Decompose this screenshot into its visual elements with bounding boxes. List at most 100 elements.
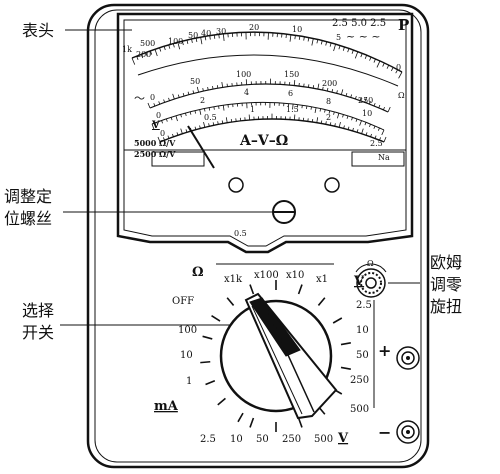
scale-tick xyxy=(203,121,206,128)
scale-tick xyxy=(136,55,139,60)
positive-terminal[interactable] xyxy=(396,346,420,370)
scale-tick xyxy=(320,120,323,124)
positive-sign: + xyxy=(378,341,391,360)
ohm-range-symbol: Ω xyxy=(192,265,204,280)
dial-tick xyxy=(297,284,303,295)
scale-tick xyxy=(350,94,353,98)
scale-tick xyxy=(364,97,368,103)
scale-tick xyxy=(336,90,338,94)
scale-tick xyxy=(338,121,341,128)
scale-tick xyxy=(170,117,173,121)
scale-tick xyxy=(370,133,372,137)
scale-tick xyxy=(387,106,391,113)
ohm-scale-arc-2 xyxy=(137,54,399,87)
scale-tick xyxy=(314,107,317,113)
scale-tick xyxy=(386,64,390,69)
dial-tick xyxy=(211,315,221,322)
scale-tick xyxy=(374,135,377,139)
scale-tick xyxy=(217,121,219,125)
dial-right-tab xyxy=(351,151,405,167)
center-label: A–V–Ω xyxy=(239,133,288,149)
dial-tick xyxy=(200,360,211,364)
scale-tick xyxy=(364,122,367,126)
scale-tick xyxy=(157,136,161,143)
callout-meter-head: 表头 xyxy=(22,21,54,40)
scale-tick xyxy=(333,111,335,115)
bottom-mark: 0.5 xyxy=(234,229,247,238)
low-label-05: 0.5 xyxy=(204,113,217,122)
mid-label-2: 2 xyxy=(200,96,205,105)
ohm-range-x10: x10 xyxy=(286,270,304,281)
na-label: Na xyxy=(378,153,390,162)
dc-label-100: 100 xyxy=(236,70,251,79)
scale-tick xyxy=(359,97,362,101)
scale-tick xyxy=(395,69,398,74)
scale-tick xyxy=(311,38,314,46)
scale-tick xyxy=(377,127,380,131)
callout-selector-2: 开关 xyxy=(22,323,54,342)
scale-tick xyxy=(149,50,153,55)
ma-symbol: mA xyxy=(154,399,179,414)
scale-tick xyxy=(319,108,322,112)
scale-tick xyxy=(312,85,315,89)
dc-label-200: 200 xyxy=(322,79,337,88)
scale-tick xyxy=(194,126,197,130)
scale-tick xyxy=(347,48,350,53)
callout-selector-1: 选择 xyxy=(22,301,54,320)
ma-range-1: 1 xyxy=(186,376,192,387)
zero-adjust-screw[interactable] xyxy=(272,200,296,224)
scale-tick xyxy=(373,125,376,129)
scale-tick xyxy=(338,45,341,50)
scale-tick xyxy=(324,109,326,113)
dc-label-250: 250 xyxy=(358,96,373,105)
dial-tick xyxy=(249,417,255,428)
scale-tick xyxy=(364,54,368,59)
acv-range-50: 50 xyxy=(256,434,269,445)
ohm-label-0: 0 xyxy=(396,63,401,72)
scale-tick xyxy=(199,125,201,129)
ohm-range-x1: x1 xyxy=(316,274,328,285)
scale-tick xyxy=(172,43,175,48)
mid-label-10: 10 xyxy=(362,109,372,118)
knob-arrow-arc xyxy=(355,263,387,273)
scale-tick xyxy=(159,47,162,52)
acv-range-10: 10 xyxy=(230,434,243,445)
selector-switch[interactable] xyxy=(219,292,338,420)
dial-tick xyxy=(332,317,343,324)
scale-tick xyxy=(352,127,354,132)
ohm-label-1k: 1k xyxy=(122,45,132,54)
ohm-zero-knob[interactable] xyxy=(356,268,386,298)
dial-tick xyxy=(297,417,303,428)
scale-tick xyxy=(398,71,403,79)
scale-tick xyxy=(225,117,228,123)
acv-range-250: 250 xyxy=(282,434,301,445)
scale-tick xyxy=(325,41,328,46)
scale-tick xyxy=(310,106,312,110)
dcv-range-25: 2.5 xyxy=(356,300,372,311)
scale-tick xyxy=(294,35,296,40)
scale-tick xyxy=(200,37,203,45)
callout-ohm-knob-1: 欧姆 xyxy=(430,253,462,272)
off-label: OFF xyxy=(172,296,194,307)
scale-tick xyxy=(360,53,363,58)
scale-tick xyxy=(354,51,359,59)
scale-tick xyxy=(347,126,350,130)
dcv-range-250: 250 xyxy=(350,375,369,386)
scale-tick xyxy=(172,93,175,100)
scale-tick xyxy=(316,117,319,123)
low-label-2: 2 xyxy=(326,113,331,122)
scale-tick xyxy=(325,121,327,125)
negative-terminal[interactable] xyxy=(396,420,420,444)
scale-tick xyxy=(365,132,368,136)
dc-v-symbol: V xyxy=(151,120,160,131)
scale-tick xyxy=(202,88,204,92)
mid-label-6: 6 xyxy=(288,89,293,98)
scale-tick xyxy=(343,125,345,129)
scale-tick xyxy=(199,109,202,115)
scale-tick xyxy=(382,62,385,67)
scale-tick xyxy=(176,132,179,136)
scale-tick xyxy=(212,122,215,126)
callout-zero-adjust-1: 调整定 xyxy=(4,187,52,206)
ohm-unit-label: Ω xyxy=(398,91,405,100)
scale-tick xyxy=(195,37,198,43)
